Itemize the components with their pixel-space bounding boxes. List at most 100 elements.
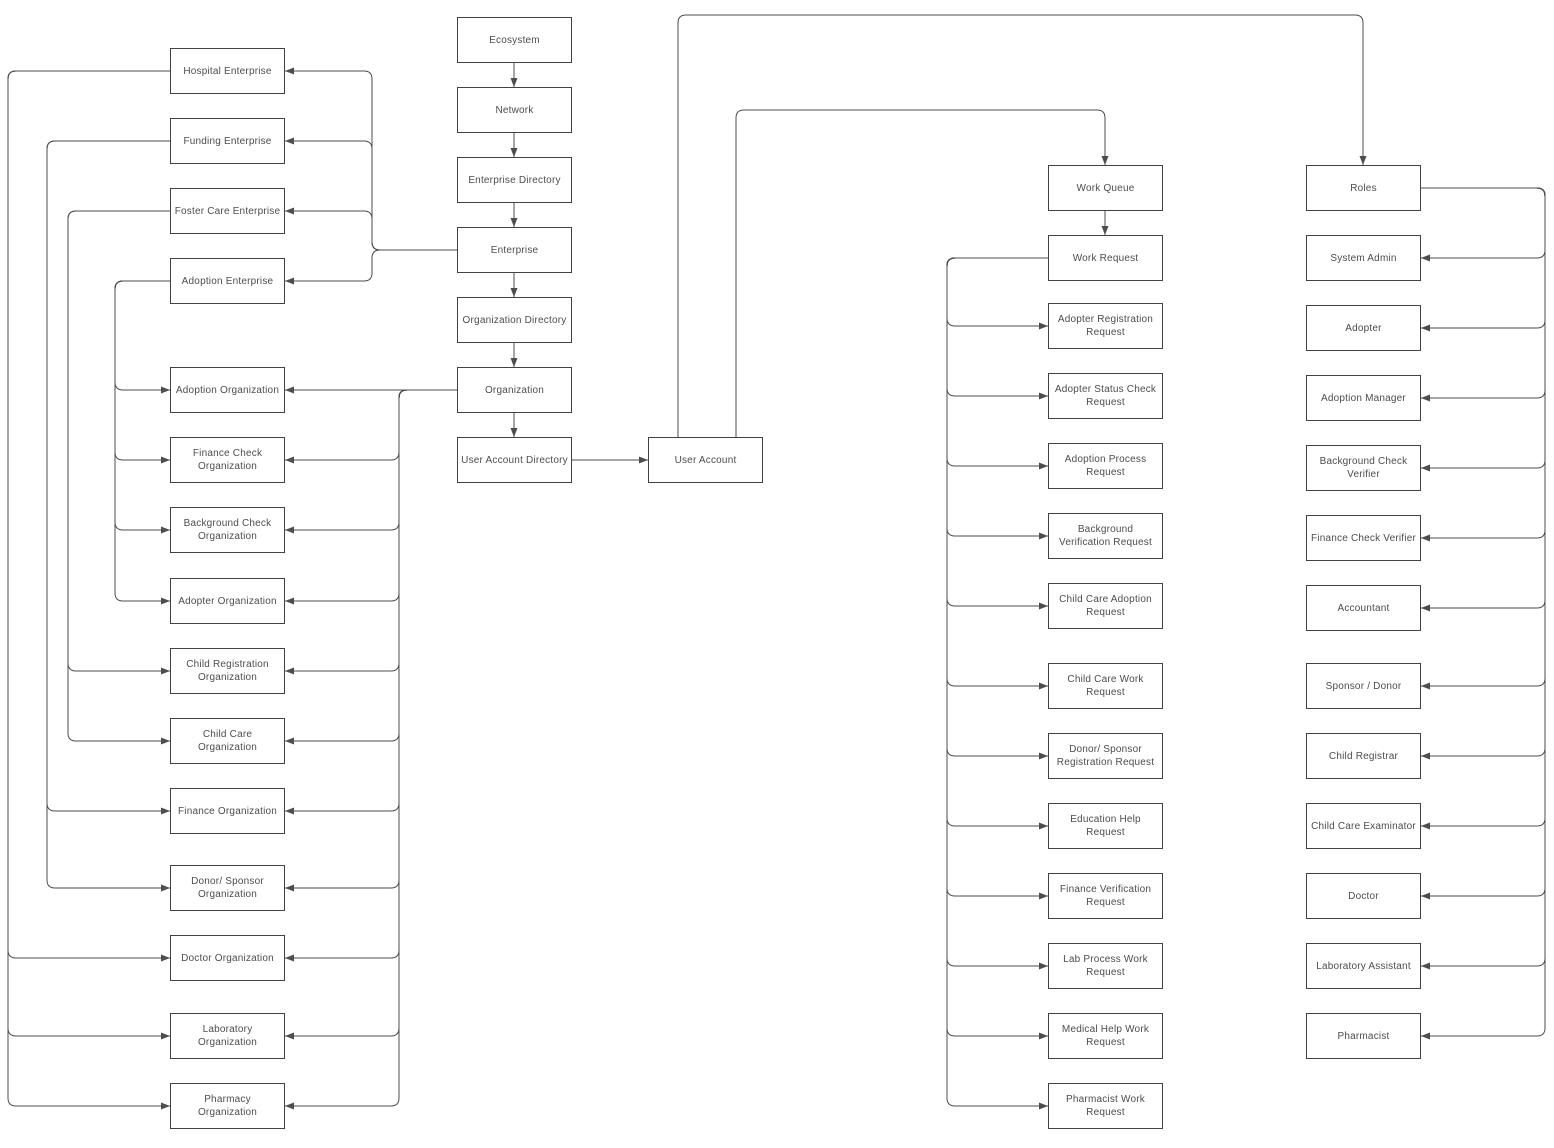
node-user-account-directory[interactable]: User Account Directory [457, 437, 572, 483]
node-label: Donor/ Sponsor Organization [191, 876, 264, 900]
node-label: Doctor Organization [181, 952, 274, 964]
edge-adoption-enterprise--adoption-organization [114, 280, 170, 394]
node-adopter-status-check-request[interactable]: Adopter Status Check Request [1048, 373, 1163, 419]
node-label: System Admin [1330, 252, 1397, 264]
node-child-care-adoption-request[interactable]: Child Care Adoption Request [1048, 583, 1163, 629]
node-lab-process-work-request[interactable]: Lab Process Work Request [1048, 943, 1163, 989]
node-funding-enterprise[interactable]: Funding Enterprise [170, 118, 285, 164]
edge-foster-care-enterprise--child-care-organization [67, 210, 170, 745]
edge-roles--doctor-role [1421, 187, 1546, 900]
node-label: Adoption Enterprise [181, 275, 274, 287]
node-finance-organization[interactable]: Finance Organization [170, 788, 285, 834]
edge-roles--adoption-manager [1421, 187, 1546, 402]
node-ecosystem[interactable]: Ecosystem [457, 17, 572, 63]
node-finance-check-organization[interactable]: Finance Check Organization [170, 437, 285, 483]
node-adopter-role[interactable]: Adopter [1306, 305, 1421, 351]
node-network[interactable]: Network [457, 87, 572, 133]
node-adopter-organization[interactable]: Adopter Organization [170, 578, 285, 624]
node-label: Sponsor / Donor [1325, 680, 1402, 692]
edge-organization--adopter-organization [285, 389, 457, 605]
node-label: Child Registration Organization [186, 659, 269, 683]
node-pharmacy-organization[interactable]: Pharmacy Organization [170, 1083, 285, 1129]
node-doctor-organization[interactable]: Doctor Organization [170, 935, 285, 981]
node-organization[interactable]: Organization [457, 367, 572, 413]
edge-enterprise--adoption-enterprise [285, 249, 457, 285]
node-laboratory-organization[interactable]: Laboratory Organization [170, 1013, 285, 1059]
node-label: Adopter Organization [178, 595, 277, 607]
node-label: Adoption Process Request [1064, 454, 1147, 478]
node-background-check-verifier[interactable]: Background Check Verifier [1306, 445, 1421, 491]
node-label: Pharmacist [1337, 1030, 1390, 1042]
node-adoption-enterprise[interactable]: Adoption Enterprise [170, 258, 285, 304]
node-label: Child Care Work Request [1067, 674, 1144, 698]
edge-organization--doctor-organization [285, 389, 457, 962]
node-education-help-request[interactable]: Education Help Request [1048, 803, 1163, 849]
node-adoption-organization[interactable]: Adoption Organization [170, 367, 285, 413]
node-label: Work Queue [1076, 182, 1135, 194]
node-enterprise-directory[interactable]: Enterprise Directory [457, 157, 572, 203]
node-child-care-work-request[interactable]: Child Care Work Request [1048, 663, 1163, 709]
node-label: Network [495, 104, 534, 116]
node-finance-check-verifier[interactable]: Finance Check Verifier [1306, 515, 1421, 561]
node-user-account[interactable]: User Account [648, 437, 763, 483]
node-organization-directory[interactable]: Organization Directory [457, 297, 572, 343]
edge-user-account--roles [677, 14, 1367, 437]
node-roles[interactable]: Roles [1306, 165, 1421, 211]
node-background-verification-request[interactable]: Background Verification Request [1048, 513, 1163, 559]
node-label: Ecosystem [489, 34, 540, 46]
edge-roles--child-registrar [1421, 187, 1546, 760]
node-label: Organization [484, 384, 545, 396]
node-label: Accountant [1337, 602, 1390, 614]
node-child-registration-organization[interactable]: Child Registration Organization [170, 648, 285, 694]
node-work-request[interactable]: Work Request [1048, 235, 1163, 281]
node-finance-verification-request[interactable]: Finance Verification Request [1048, 873, 1163, 919]
edge-funding-enterprise--finance-organization [46, 140, 170, 815]
node-pharmacist-role[interactable]: Pharmacist [1306, 1013, 1421, 1059]
edge-work-request--donor-sponsor-registration-request [946, 257, 1048, 760]
edge-enterprise--hospital-enterprise [285, 67, 457, 251]
node-medical-help-work-request[interactable]: Medical Help Work Request [1048, 1013, 1163, 1059]
node-foster-care-enterprise[interactable]: Foster Care Enterprise [170, 188, 285, 234]
node-adoption-process-request[interactable]: Adoption Process Request [1048, 443, 1163, 489]
node-label: Adopter [1345, 322, 1382, 334]
node-label: Child Care Examinator [1311, 820, 1416, 832]
edge-organization--laboratory-organization [285, 389, 457, 1040]
node-label: Lab Process Work Request [1063, 954, 1148, 978]
node-adoption-manager[interactable]: Adoption Manager [1306, 375, 1421, 421]
edge-roles--finance-check-verifier [1421, 187, 1546, 542]
node-doctor-role[interactable]: Doctor [1306, 873, 1421, 919]
node-child-care-examinator[interactable]: Child Care Examinator [1306, 803, 1421, 849]
edge-roles--laboratory-assistant [1421, 187, 1546, 970]
edge-work-request--finance-verification-request [946, 257, 1048, 900]
node-background-check-organization[interactable]: Background Check Organization [170, 507, 285, 553]
node-accountant[interactable]: Accountant [1306, 585, 1421, 631]
edge-adoption-enterprise--finance-check-organization [114, 280, 170, 464]
node-child-care-organization[interactable]: Child Care Organization [170, 718, 285, 764]
edge-work-request--education-help-request [946, 257, 1048, 830]
node-label: Enterprise Directory [468, 174, 561, 186]
node-hospital-enterprise[interactable]: Hospital Enterprise [170, 48, 285, 94]
node-laboratory-assistant[interactable]: Laboratory Assistant [1306, 943, 1421, 989]
node-label: Finance Verification Request [1059, 884, 1152, 908]
node-donor-sponsor-organization[interactable]: Donor/ Sponsor Organization [170, 865, 285, 911]
node-pharmacist-work-request[interactable]: Pharmacist Work Request [1048, 1083, 1163, 1129]
edge-organization--background-check-organization [285, 389, 457, 534]
edge-organization--child-registration-organization [285, 389, 457, 675]
node-label: Adoption Manager [1321, 392, 1406, 404]
node-label: User Account [674, 454, 737, 466]
node-child-registrar[interactable]: Child Registrar [1306, 733, 1421, 779]
edge-hospital-enterprise--doctor-organization [7, 70, 170, 962]
node-system-admin[interactable]: System Admin [1306, 235, 1421, 281]
node-adopter-registration-request[interactable]: Adopter Registration Request [1048, 303, 1163, 349]
edge-organization--child-care-organization [285, 389, 457, 745]
edge-organization--donor-sponsor-organization [285, 389, 457, 892]
node-label: Finance Organization [177, 805, 278, 817]
node-label: Background Check Verifier [1319, 456, 1408, 480]
node-label: Education Help Request [1070, 814, 1141, 838]
node-enterprise[interactable]: Enterprise [457, 227, 572, 273]
node-donor-sponsor-registration-request[interactable]: Donor/ Sponsor Registration Request [1048, 733, 1163, 779]
node-sponsor-donor[interactable]: Sponsor / Donor [1306, 663, 1421, 709]
edge-hospital-enterprise--laboratory-organization [7, 70, 170, 1040]
node-work-queue[interactable]: Work Queue [1048, 165, 1163, 211]
edge-organization--finance-organization [285, 389, 457, 815]
